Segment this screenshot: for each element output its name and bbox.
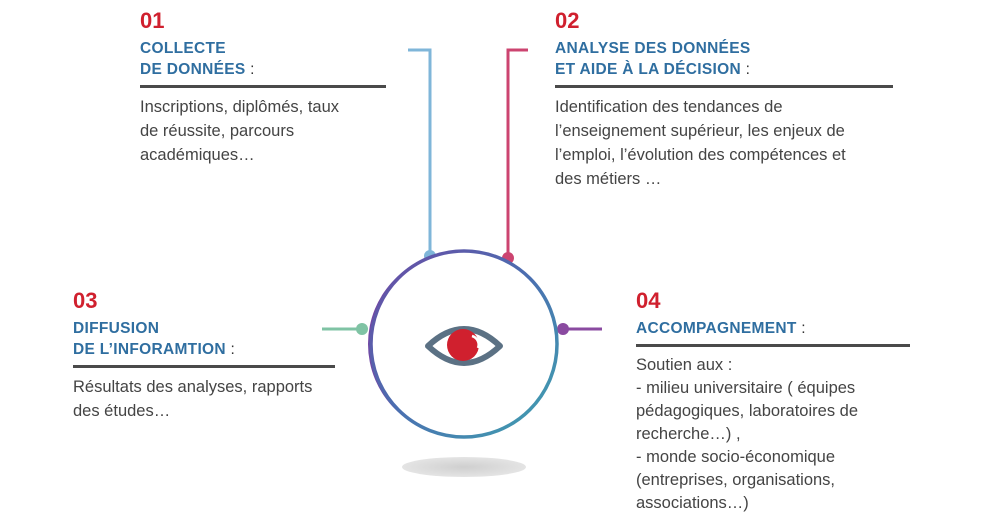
step-02: 02 ANALYSE DES DONNÉES ET AIDE À LA DÉCI… bbox=[555, 10, 893, 191]
description-line: recherche…) , bbox=[636, 425, 741, 443]
step-title: ACCOMPAGNEMENT : bbox=[636, 318, 910, 339]
description-line: pédagogiques, laboratoires de bbox=[636, 402, 859, 420]
divider bbox=[636, 344, 910, 347]
step-number: 01 bbox=[140, 8, 165, 33]
step-number: 03 bbox=[73, 288, 98, 313]
connector-03 bbox=[322, 323, 368, 335]
connector-01 bbox=[408, 48, 436, 262]
title-line: ACCOMPAGNEMENT bbox=[636, 320, 797, 337]
connector-02 bbox=[502, 48, 528, 264]
step-description: Identification des tendances de l’enseig… bbox=[555, 95, 893, 191]
eye-icon bbox=[425, 326, 503, 366]
step-title: ANALYSE DES DONNÉES ET AIDE À LA DÉCISIO… bbox=[555, 38, 893, 80]
description-line: Inscriptions, diplômés, taux bbox=[140, 98, 340, 116]
step-description: Soutien aux : - milieu universitaire ( é… bbox=[636, 354, 910, 515]
step-number: 04 bbox=[636, 288, 661, 313]
title-line: DE DONNÉES bbox=[140, 61, 246, 78]
title-colon: : bbox=[250, 61, 255, 78]
step-03: 03 DIFFUSION DE L’INFORAMTION : Résultat… bbox=[73, 290, 335, 423]
description-line: - milieu universitaire ( équipes bbox=[636, 379, 856, 397]
title-colon: : bbox=[801, 320, 806, 337]
description-line: des métiers … bbox=[555, 170, 662, 188]
title-line: COLLECTE bbox=[140, 40, 226, 57]
title-line: DE L’INFORAMTION bbox=[73, 341, 226, 358]
step-04: 04 ACCOMPAGNEMENT : Soutien aux : - mili… bbox=[636, 290, 910, 515]
connector-04 bbox=[557, 323, 602, 335]
step-01: 01 COLLECTE DE DONNÉES : Inscriptions, d… bbox=[140, 10, 386, 167]
description-line: Résultats des analyses, rapports bbox=[73, 378, 313, 396]
description-line: l’enseignement supérieur, les enjeux de bbox=[555, 122, 845, 140]
divider bbox=[73, 365, 335, 368]
divider bbox=[140, 85, 386, 88]
circle-shadow bbox=[402, 457, 526, 477]
step-title: DIFFUSION DE L’INFORAMTION : bbox=[73, 318, 335, 360]
step-title: COLLECTE DE DONNÉES : bbox=[140, 38, 386, 80]
step-number: 02 bbox=[555, 8, 580, 33]
title-colon: : bbox=[745, 61, 751, 78]
step-description: Résultats des analyses, rapports des étu… bbox=[73, 375, 335, 423]
divider bbox=[555, 85, 893, 88]
title-line: ET AIDE À LA DÉCISION bbox=[555, 61, 741, 78]
title-colon: : bbox=[230, 341, 236, 358]
title-line: DIFFUSION bbox=[73, 320, 160, 337]
description-line: - monde socio-économique bbox=[636, 448, 836, 466]
description-line: des études… bbox=[73, 402, 171, 420]
description-line: (entreprises, organisations, bbox=[636, 471, 836, 489]
description-line: de réussite, parcours bbox=[140, 122, 295, 140]
description-line: Identification des tendances de bbox=[555, 98, 783, 116]
step-description: Inscriptions, diplômés, taux de réussite… bbox=[140, 95, 386, 167]
description-line: Soutien aux : bbox=[636, 356, 733, 374]
title-line: ANALYSE DES DONNÉES bbox=[555, 40, 751, 57]
description-line: l’emploi, l’évolution des compétences et bbox=[555, 146, 846, 164]
description-line: associations…) bbox=[636, 494, 749, 512]
description-line: académiques… bbox=[140, 146, 255, 164]
